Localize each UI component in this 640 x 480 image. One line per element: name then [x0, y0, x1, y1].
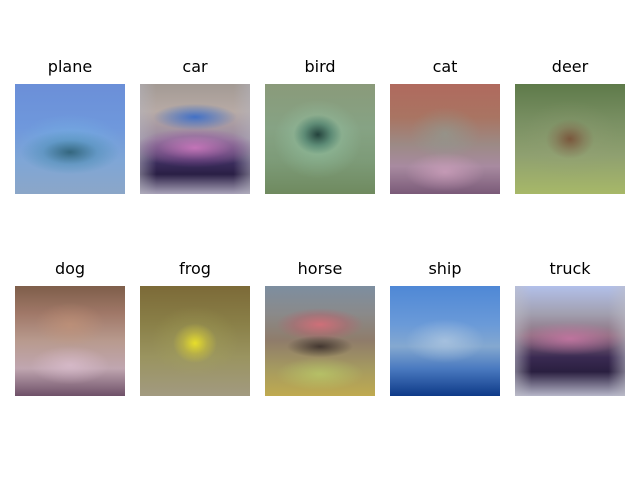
panel-title: ship	[428, 259, 462, 278]
truck-template-image	[515, 286, 625, 396]
panel-title: plane	[47, 57, 93, 76]
panel-title: frog	[179, 259, 211, 278]
panel-title: car	[182, 57, 208, 76]
panel-title: deer	[551, 57, 589, 76]
bird-template-image	[265, 84, 375, 194]
panel-title: dog	[54, 259, 86, 278]
cat-template-image	[390, 84, 500, 194]
plane-template-image	[15, 84, 125, 194]
panel-title: truck	[549, 259, 591, 278]
car-template-image	[140, 84, 250, 194]
horse-template-image	[265, 286, 375, 396]
panel-title: cat	[432, 57, 458, 76]
dog-template-image	[15, 286, 125, 396]
panel-title: horse	[297, 259, 343, 278]
panel-title: bird	[304, 57, 336, 76]
deer-template-image	[515, 84, 625, 194]
frog-template-image	[140, 286, 250, 396]
ship-template-image	[390, 286, 500, 396]
